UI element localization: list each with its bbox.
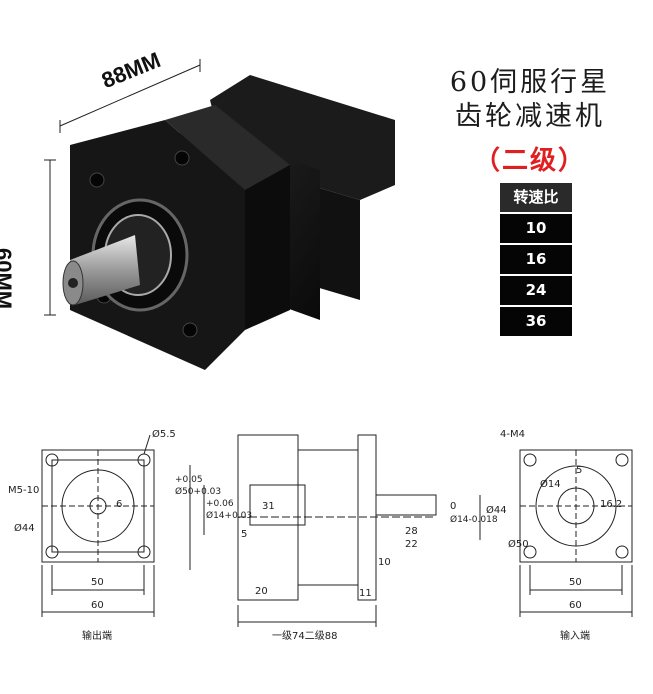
- side-len-10: 10: [378, 557, 391, 568]
- gearbox-illustration: [44, 59, 395, 370]
- stage-subtitle: （二级）: [473, 146, 586, 176]
- ratio-cell: 10: [500, 214, 572, 245]
- rear-caption: 输入端: [560, 631, 590, 642]
- ratio-cell: 36: [500, 307, 572, 338]
- side-len-31: 31: [262, 501, 275, 512]
- side-shaft-tol: 0: [450, 501, 457, 512]
- height-dimension-label: 60MM: [0, 248, 16, 310]
- drawing-lines: [41, 434, 633, 627]
- front-thread-label: M5-10: [8, 485, 40, 496]
- side-shaft-dia: Ø14-0.018: [450, 515, 498, 525]
- rear-bore-label: Ø14: [540, 479, 561, 490]
- front-key-label: 6: [116, 499, 123, 510]
- product-title: 60伺服行星 齿轮减速机: [430, 66, 630, 134]
- ratio-cell: 24: [500, 276, 572, 307]
- rear-key-label: 5: [576, 465, 583, 476]
- front-hole-label: Ø5.5: [152, 429, 176, 440]
- ratio-table-header: 转速比: [500, 183, 572, 214]
- side-total-length: 一级74二级88: [272, 631, 338, 642]
- side-len-5: 5: [241, 529, 248, 540]
- technical-drawing: Ø5.5 M5-10 Ø44 6 50 60 输出端 +0.05 Ø50+0.0…: [0, 405, 653, 690]
- side-len-22: 22: [405, 539, 418, 550]
- rear-depth-label: 16.2: [600, 499, 623, 510]
- rear-pcd-label: Ø50: [508, 539, 529, 550]
- ratio-cell: 16: [500, 245, 572, 276]
- title-line-1: 60伺服行星: [449, 67, 611, 98]
- side-flange-label: Ø44: [486, 505, 507, 516]
- side-len-11: 11: [359, 588, 372, 599]
- side-len-28: 28: [405, 526, 418, 537]
- rear-outer-width: 60: [569, 600, 582, 611]
- front-pcd-label: Ø44: [14, 523, 35, 534]
- rear-inner-width: 50: [569, 577, 582, 588]
- side-tol1b: Ø50+0.03: [175, 487, 222, 497]
- side-tol2: +0.06: [206, 499, 234, 509]
- front-outer-width: 60: [91, 600, 104, 611]
- title-line-2: 齿轮减速机: [455, 101, 605, 132]
- side-len-20: 20: [255, 586, 268, 597]
- front-inner-width: 50: [91, 577, 104, 588]
- front-caption: 输出端: [82, 631, 112, 642]
- side-tol1: +0.05: [175, 475, 203, 485]
- ratio-table: 转速比 10 16 24 36: [500, 183, 572, 338]
- side-tol2b: Ø14+0.03: [206, 511, 253, 521]
- rear-holes-label: 4-M4: [500, 429, 525, 440]
